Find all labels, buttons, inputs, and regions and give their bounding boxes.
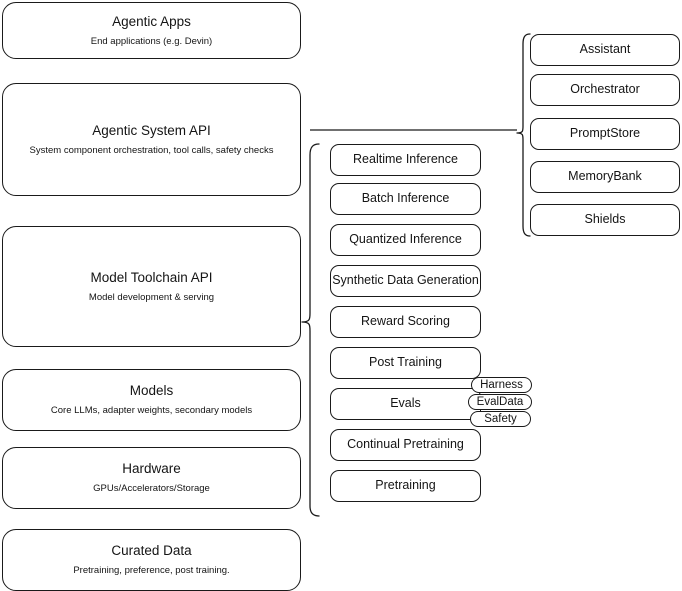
chip-label: Shields xyxy=(584,212,626,227)
toolchain-batch-inference[interactable]: Batch Inference xyxy=(330,183,481,215)
chip-label: MemoryBank xyxy=(568,169,642,184)
chip-label: Quantized Inference xyxy=(349,232,462,247)
toolchain-reward-scoring[interactable]: Reward Scoring xyxy=(330,306,481,338)
system-component-memorybank[interactable]: MemoryBank xyxy=(530,161,680,193)
layer-curated-data[interactable]: Curated Data Pretraining, preference, po… xyxy=(2,529,301,591)
layer-subtitle: End applications (e.g. Devin) xyxy=(90,35,213,47)
chip-label: Continual Pretraining xyxy=(347,437,464,452)
pill-label: EvalData xyxy=(476,395,524,408)
chip-label: PromptStore xyxy=(569,126,641,141)
evals-pill-evaldata[interactable]: EvalData xyxy=(468,394,532,410)
system-component-promptstore[interactable]: PromptStore xyxy=(530,118,680,150)
layer-subtitle: Pretraining, preference, post training. xyxy=(73,565,230,576)
layer-title: Model Toolchain API xyxy=(90,269,213,285)
layer-agentic-apps[interactable]: Agentic Apps End applications (e.g. Devi… xyxy=(2,2,301,59)
toolchain-post-training[interactable]: Post Training xyxy=(330,347,481,379)
chip-label: Orchestrator xyxy=(570,82,640,97)
toolchain-quantized-inference[interactable]: Quantized Inference xyxy=(330,224,481,256)
layer-subtitle: GPUs/Accelerators/Storage xyxy=(93,483,210,494)
system-component-assistant[interactable]: Assistant xyxy=(530,34,680,66)
layer-title: Models xyxy=(129,383,174,399)
toolchain-realtime-inference[interactable]: Realtime Inference xyxy=(330,144,481,176)
chip-label: Synthetic Data Generation xyxy=(332,273,479,288)
layer-model-toolchain-api[interactable]: Model Toolchain API Model development & … xyxy=(2,226,301,347)
chip-label: Pretraining xyxy=(375,478,436,493)
toolchain-evals[interactable]: Evals xyxy=(330,388,481,420)
pill-label: Safety xyxy=(484,412,517,425)
chip-label: Reward Scoring xyxy=(361,314,450,329)
layer-subtitle: System component orchestration, tool cal… xyxy=(29,144,274,156)
chip-label: Post Training xyxy=(369,355,442,370)
layer-title: Curated Data xyxy=(111,543,192,559)
layer-subtitle: Model development & serving xyxy=(88,291,215,303)
system-component-shields[interactable]: Shields xyxy=(530,204,680,236)
toolchain-synthetic-data-generation[interactable]: Synthetic Data Generation xyxy=(330,265,481,297)
layer-title: Agentic System API xyxy=(92,122,211,138)
layer-agentic-system-api[interactable]: Agentic System API System component orch… xyxy=(2,83,301,196)
chip-label: Assistant xyxy=(579,42,631,57)
pill-label: Harness xyxy=(480,378,523,391)
chip-label: Batch Inference xyxy=(361,191,450,206)
chip-label: Evals xyxy=(390,396,421,411)
layer-subtitle: Core LLMs, adapter weights, secondary mo… xyxy=(50,405,253,416)
layer-title: Agentic Apps xyxy=(112,13,191,29)
chip-label: Realtime Inference xyxy=(353,152,458,167)
toolchain-continual-pretraining[interactable]: Continual Pretraining xyxy=(330,429,481,461)
evals-pill-harness[interactable]: Harness xyxy=(471,377,532,393)
evals-pill-safety[interactable]: Safety xyxy=(470,411,531,427)
layer-models[interactable]: Models Core LLMs, adapter weights, secon… xyxy=(2,369,301,431)
layer-title: Hardware xyxy=(122,461,181,477)
system-component-orchestrator[interactable]: Orchestrator xyxy=(530,74,680,106)
layer-hardware[interactable]: Hardware GPUs/Accelerators/Storage xyxy=(2,447,301,509)
toolchain-pretraining[interactable]: Pretraining xyxy=(330,470,481,502)
